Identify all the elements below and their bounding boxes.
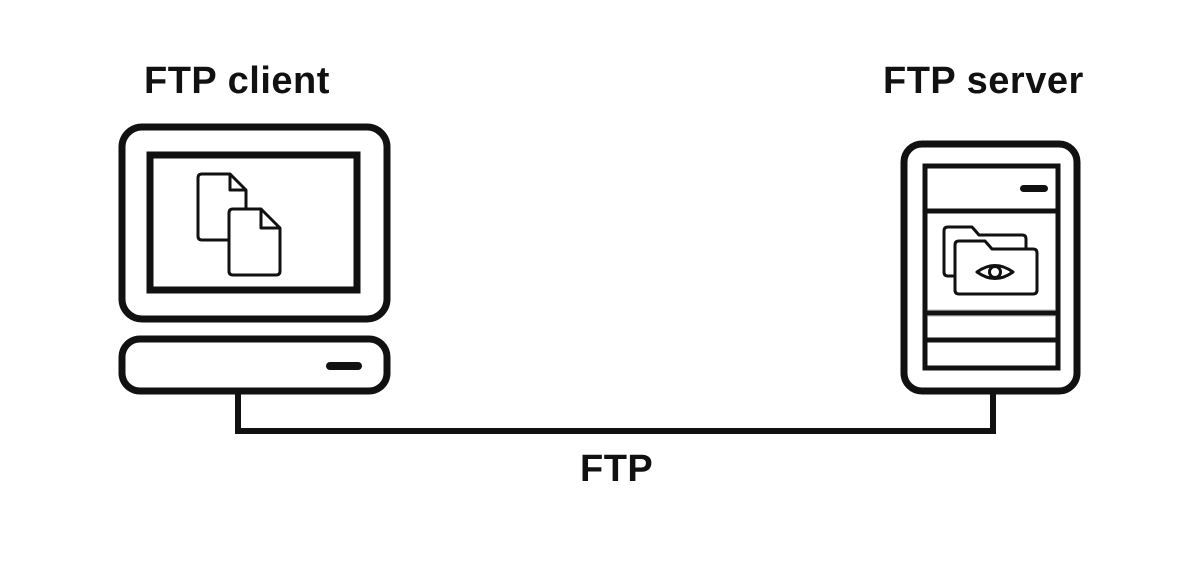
drive-slot <box>326 362 362 370</box>
ftp-connection-label: FTP <box>580 448 654 490</box>
server-icon <box>900 140 1081 395</box>
ftp-client-label: FTP client <box>144 60 330 102</box>
ftp-server-label: FTP server <box>883 60 1084 102</box>
folder-eye-icon <box>942 225 1039 296</box>
computer-base <box>118 335 391 395</box>
server-indicator <box>1020 185 1048 192</box>
computer-icon <box>118 123 391 395</box>
documents-icon <box>196 172 282 277</box>
connection-line <box>235 394 996 434</box>
